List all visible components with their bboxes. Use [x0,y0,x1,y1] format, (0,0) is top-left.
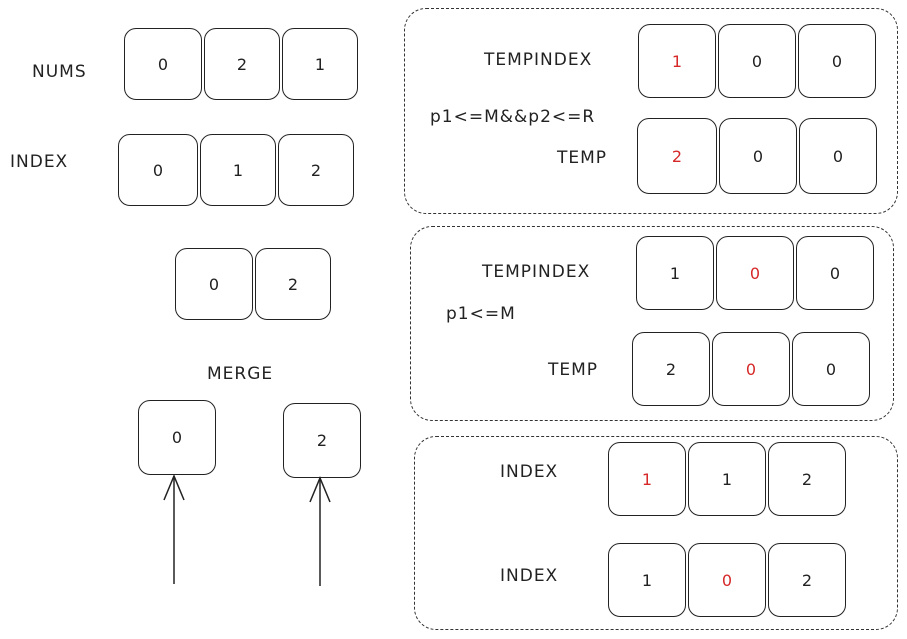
panel-copy-back [414,436,898,630]
panel1-temp-cell-0: 2 [637,118,717,194]
panel3-index2-cell-2: 2 [768,543,846,617]
index-cell-2: 2 [278,134,354,206]
panel3-index2-cell-0: 1 [608,543,686,617]
panel3-index1-cell-0: 1 [608,442,686,516]
panel3-index1-cell-1: 1 [688,442,766,516]
panel-left-remaining [410,226,894,421]
left-pointer-arrow [163,474,185,584]
index-label: INDEX [10,152,69,172]
panel1-temp-label: TEMP [557,148,608,168]
panel2-condition: p1<=M [446,304,516,324]
panel1-temp-cell-1: 0 [719,118,797,194]
panel-both-pointers [404,8,898,214]
pair-cell-0: 0 [175,248,253,320]
merge-label: MERGE [207,364,274,384]
panel2-tempindex-cell-0: 1 [636,236,714,310]
nums-cell-2: 1 [282,28,358,100]
panel2-temp-cell-2: 0 [792,332,870,406]
right-pointer-arrow [309,476,331,586]
panel3-index1-cell-2: 2 [768,442,846,516]
panel3-index-label-1: INDEX [500,462,559,482]
index-cell-0: 0 [118,134,198,206]
panel2-tempindex-cell-2: 0 [796,236,874,310]
panel2-temp-cell-0: 2 [632,332,710,406]
panel1-temp-cell-2: 0 [799,118,877,194]
merge-left-cell: 0 [138,400,216,475]
panel2-tempindex-cell-1: 0 [716,236,794,310]
panel1-tempindex-cell-2: 0 [798,24,876,98]
nums-cell-1: 2 [204,28,280,100]
panel1-tempindex-cell-0: 1 [638,24,716,98]
panel2-temp-label: TEMP [548,360,599,380]
panel1-tempindex-cell-1: 0 [718,24,796,98]
panel1-tempindex-label: TEMPINDEX [484,50,593,70]
index-cell-1: 1 [200,134,276,206]
nums-cell-0: 0 [124,28,202,100]
pair-cell-1: 2 [255,248,331,320]
panel3-index-label-2: INDEX [500,566,559,586]
merge-right-cell: 2 [283,403,361,478]
nums-label: NUMS [32,62,87,82]
panel3-index2-cell-1: 0 [688,543,766,617]
panel1-condition: p1<=M&&p2<=R [430,107,596,127]
panel2-tempindex-label: TEMPINDEX [482,262,591,282]
panel2-temp-cell-1: 0 [712,332,790,406]
